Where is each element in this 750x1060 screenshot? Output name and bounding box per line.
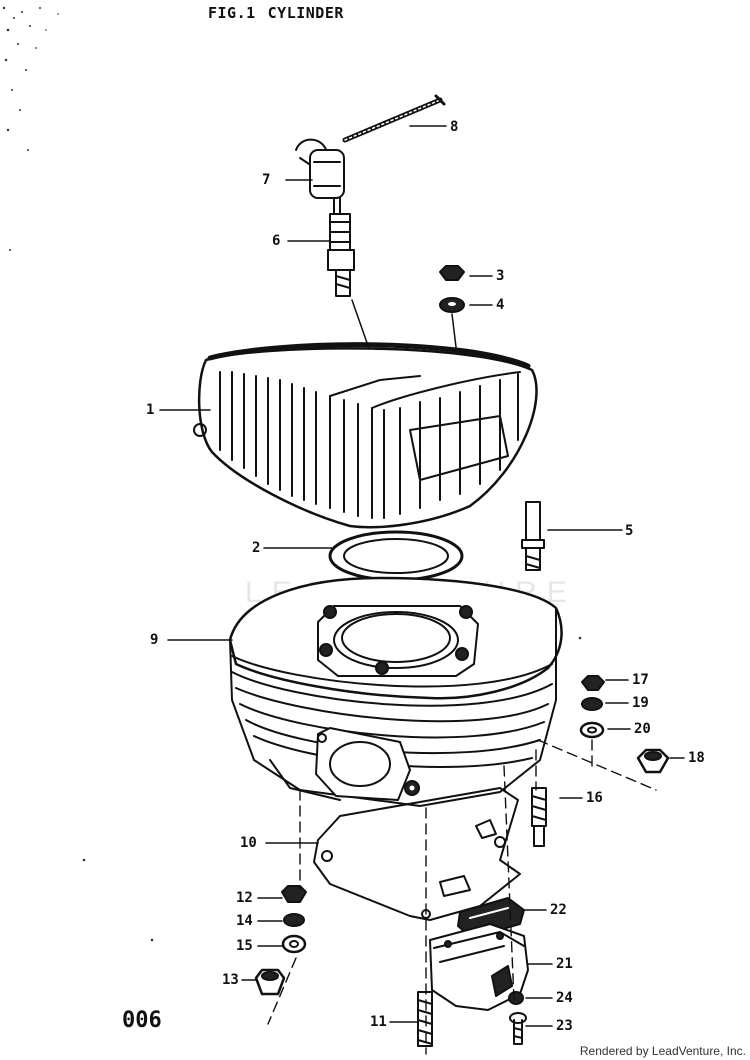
part-2-head-gasket — [328, 530, 464, 582]
part-21-intake-pipe — [429, 923, 529, 1011]
scan-noise — [2, 6, 582, 942]
callout-19: 19 — [632, 695, 649, 711]
callout-23: 23 — [556, 1018, 573, 1034]
part-23-bolt — [509, 1012, 527, 1045]
callout-9: 9 — [150, 632, 159, 648]
leader-lines — [159, 125, 685, 1027]
figure-title: FIG.1 CYLINDER — [208, 4, 344, 22]
render-credit: Rendered by LeadVenture, Inc. — [579, 1044, 746, 1058]
callout-18: 18 — [688, 750, 705, 766]
part-10-base-gasket — [313, 787, 521, 921]
part-1-cylinder-head — [193, 342, 538, 529]
part-5-stud — [521, 501, 545, 571]
callout-1: 1 — [146, 402, 155, 418]
part-16-stud — [531, 787, 547, 847]
part-11-stud — [417, 991, 433, 1047]
callout-13: 13 — [222, 972, 239, 988]
callout-8: 8 — [450, 119, 459, 135]
part-19-washer — [581, 697, 603, 711]
part-18-nut — [636, 748, 670, 774]
page-number: 006 — [122, 1008, 162, 1033]
callout-12: 12 — [236, 890, 253, 906]
part-17-nut — [581, 675, 605, 691]
callout-14: 14 — [236, 913, 253, 929]
part-12-nut — [281, 885, 307, 903]
callout-2: 2 — [252, 540, 261, 556]
callout-24: 24 — [556, 990, 573, 1006]
part-9-cylinder-barrel — [228, 576, 563, 807]
part-7-plug-cap — [295, 138, 345, 199]
figure-label: FIG.1 — [208, 4, 256, 22]
callout-3: 3 — [496, 268, 505, 284]
figure-name: CYLINDER — [267, 4, 344, 22]
part-8-stud — [342, 94, 446, 143]
callout-10: 10 — [240, 835, 257, 851]
part-24-nut — [508, 991, 524, 1005]
callout-4: 4 — [496, 297, 505, 313]
callout-5: 5 — [625, 523, 634, 539]
callout-6: 6 — [272, 233, 281, 249]
callout-15: 15 — [236, 938, 253, 954]
part-6-spark-plug — [327, 197, 381, 381]
part-14-washer — [283, 913, 305, 927]
alignment-lines — [267, 739, 657, 1055]
callout-17: 17 — [632, 672, 649, 688]
callout-16: 16 — [586, 790, 603, 806]
part-20-washer — [579, 721, 605, 739]
callout-21: 21 — [556, 956, 573, 972]
callout-22: 22 — [550, 902, 567, 918]
part-13-nut — [254, 968, 286, 996]
callout-20: 20 — [634, 721, 651, 737]
callout-7: 7 — [262, 172, 271, 188]
part-3-nut — [439, 265, 465, 281]
part-15-washer — [281, 934, 307, 954]
callout-11: 11 — [370, 1014, 387, 1030]
